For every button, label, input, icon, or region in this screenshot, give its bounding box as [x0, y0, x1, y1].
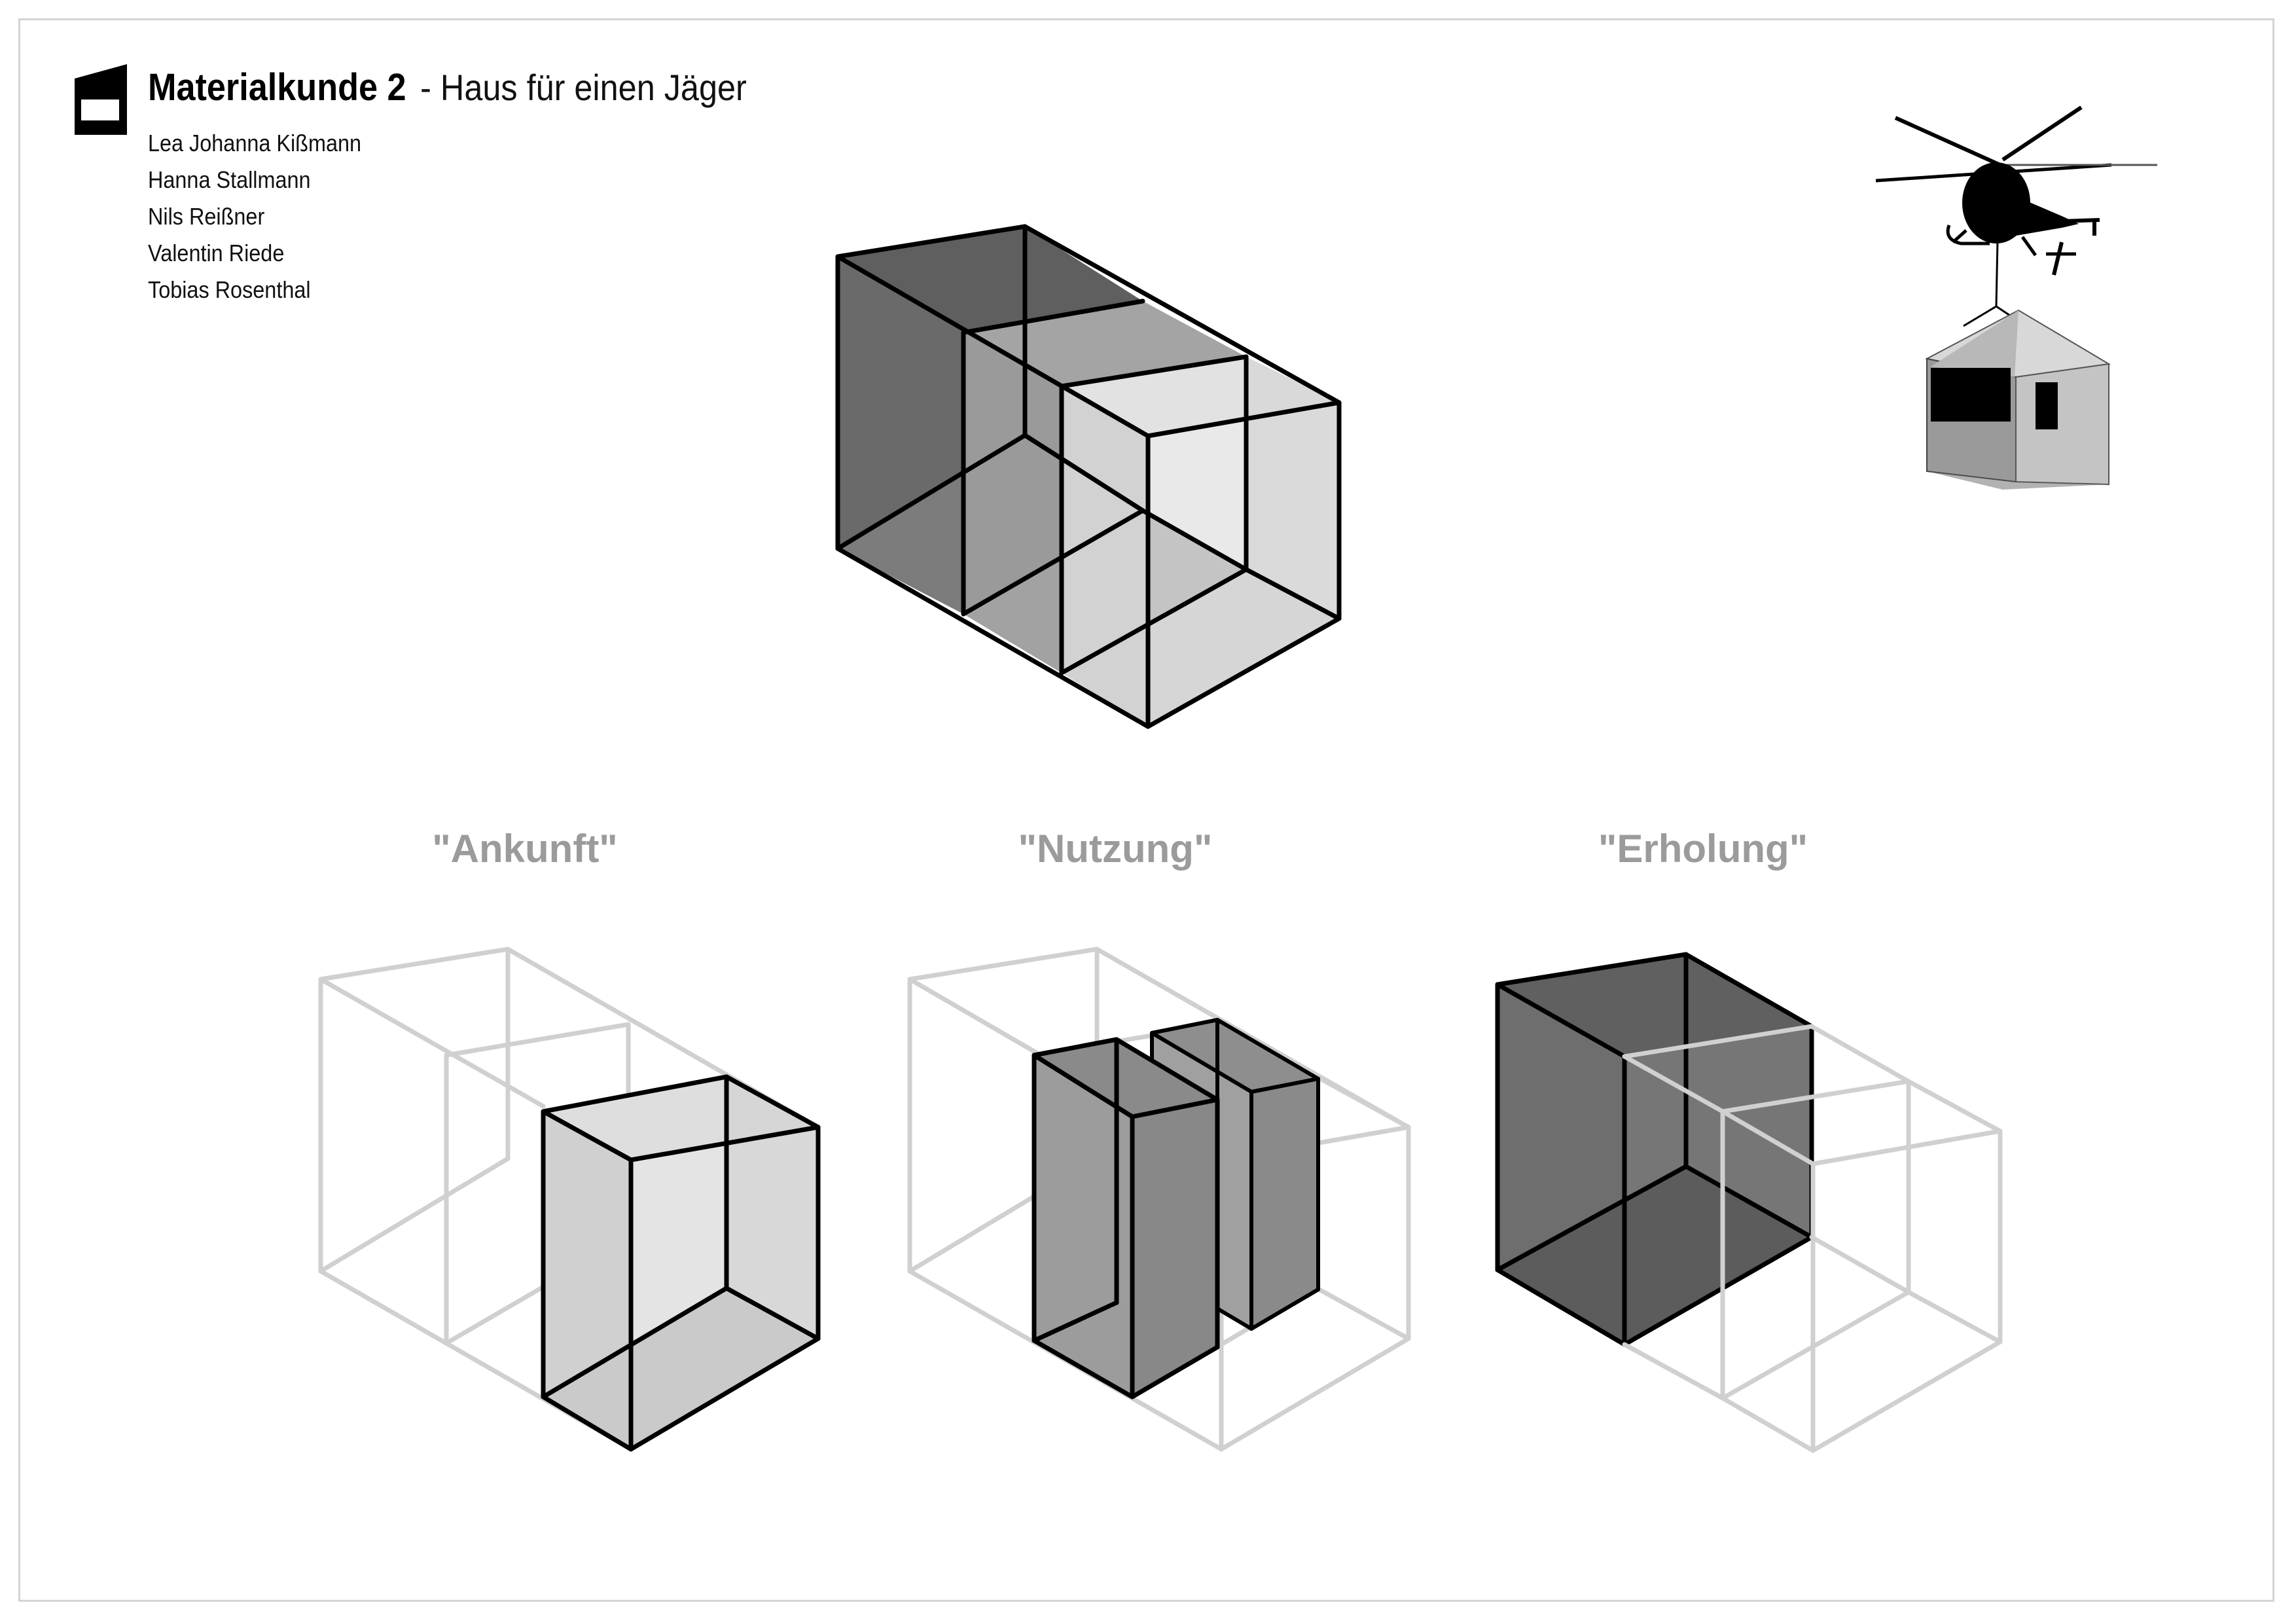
phase-diagram-ankunft [318, 947, 821, 1452]
header: Materialkunde 2 - Haus für einen Jäger Le… [148, 60, 813, 308]
page-subtitle: - Haus für einen Jäger [420, 67, 747, 108]
phase-diagram-nutzung [907, 947, 1411, 1452]
phase-diagram-erholung [1495, 952, 2003, 1453]
title-line: Materialkunde 2 - Haus für einen Jäger [148, 60, 747, 125]
sheet-border [18, 18, 2274, 1602]
author-name: Lea Johanna Kißmann [148, 130, 362, 156]
phase-label-nutzung: "Nutzung" [1018, 827, 1213, 871]
author-name: Nils Reißner [148, 203, 265, 230]
house-logo-icon [75, 64, 127, 135]
author-name: Hanna Stallmann [148, 166, 311, 193]
phase-label-ankunft: "Ankunft" [432, 827, 618, 871]
main-house-diagram [835, 224, 1342, 729]
helicopter-icon [1875, 105, 2157, 327]
author-name: Valentin Riede [148, 240, 285, 266]
page-title: Materialkunde 2 [148, 66, 406, 109]
author-name: Tobias Rosenthal [148, 276, 311, 303]
cabin-module-icon [1925, 309, 2111, 490]
phase-label-erholung: "Erholung" [1598, 827, 1808, 871]
